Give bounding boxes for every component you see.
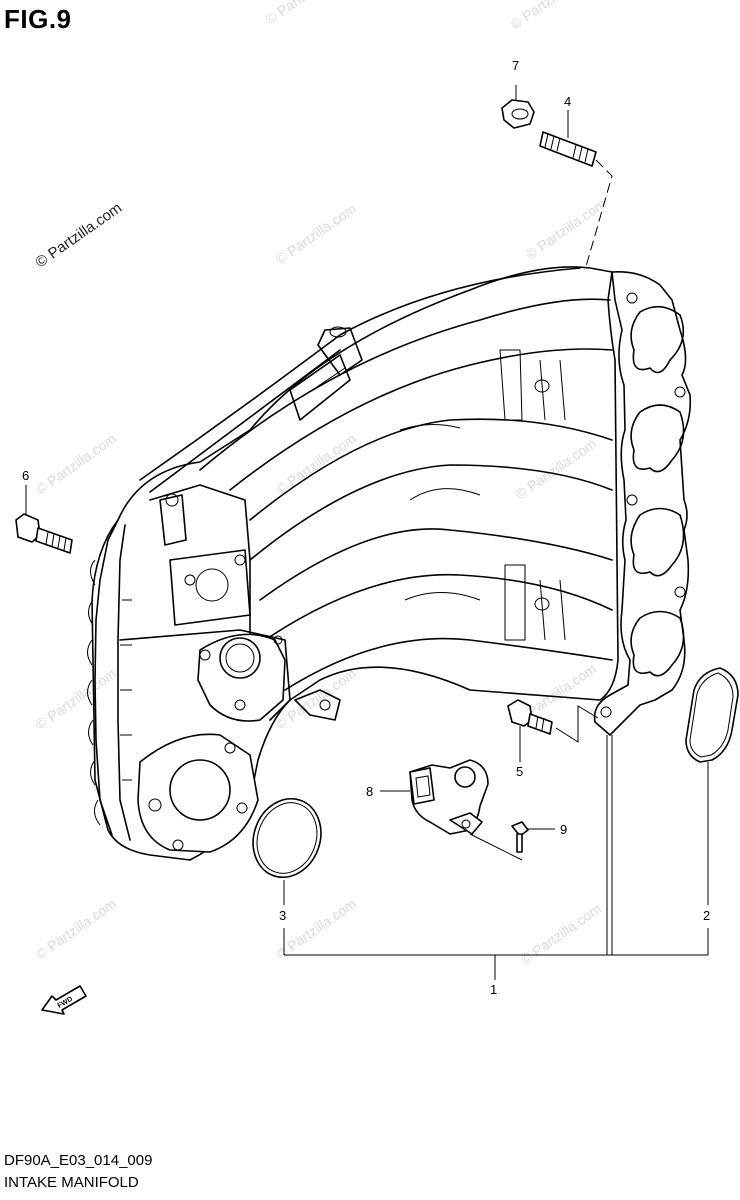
watermark: © Partzilla.com [523, 195, 609, 262]
part-9-screw[interactable] [511, 821, 555, 853]
watermark: © Partzilla.com [273, 200, 359, 267]
part-6-bolt[interactable] [15, 485, 73, 554]
part-2-gasket[interactable] [685, 667, 739, 955]
throttle-mount [119, 484, 341, 853]
callout-2: 2 [703, 908, 710, 923]
figure-title: FIG.9 [4, 4, 72, 34]
watermark: © Partzilla.com [518, 900, 604, 967]
watermark: © Partzilla.com [33, 665, 119, 732]
callout-8: 8 [366, 784, 373, 799]
part-5-bolt[interactable] [507, 699, 599, 762]
watermark: © Partzilla.com [273, 430, 359, 497]
callout-1: 1 [490, 982, 497, 997]
watermark: © Partzilla.com [273, 895, 359, 962]
intake-manifold[interactable] [87, 266, 692, 861]
watermark: © Partzilla.com [263, 0, 349, 27]
callout-3: 3 [279, 908, 286, 923]
watermark: © Partzilla.com [273, 665, 359, 732]
plenum-ribs [87, 519, 132, 841]
web-pockets [499, 349, 566, 641]
callout-6: 6 [22, 468, 29, 483]
diagram-caption: INTAKE MANIFOLD [4, 1174, 139, 1191]
callout-9: 9 [560, 822, 567, 837]
watermark-dark: © Partzilla.com [33, 199, 126, 271]
watermark: © Partzilla.com [33, 895, 119, 962]
callout-7: 7 [512, 58, 519, 73]
diagram-code: DF90A_E03_014_009 [4, 1152, 153, 1169]
callout-labels: 1 2 3 4 5 6 7 8 9 [22, 58, 710, 997]
head-flange [593, 270, 692, 736]
part-4-stud[interactable] [539, 110, 613, 271]
part-8-sensor[interactable] [380, 759, 523, 861]
assembly-bracket [284, 735, 708, 980]
watermark: © Partzilla.com [33, 430, 119, 497]
upper-rail [139, 267, 581, 493]
watermark: © Partzilla.com [508, 0, 594, 32]
part-7-nut[interactable] [501, 85, 535, 129]
intake-runners [199, 298, 613, 691]
callout-5: 5 [516, 764, 523, 779]
part-3-o-ring[interactable] [242, 789, 331, 955]
callout-4: 4 [564, 94, 571, 109]
fwd-arrow-icon: FWD [41, 985, 87, 1015]
